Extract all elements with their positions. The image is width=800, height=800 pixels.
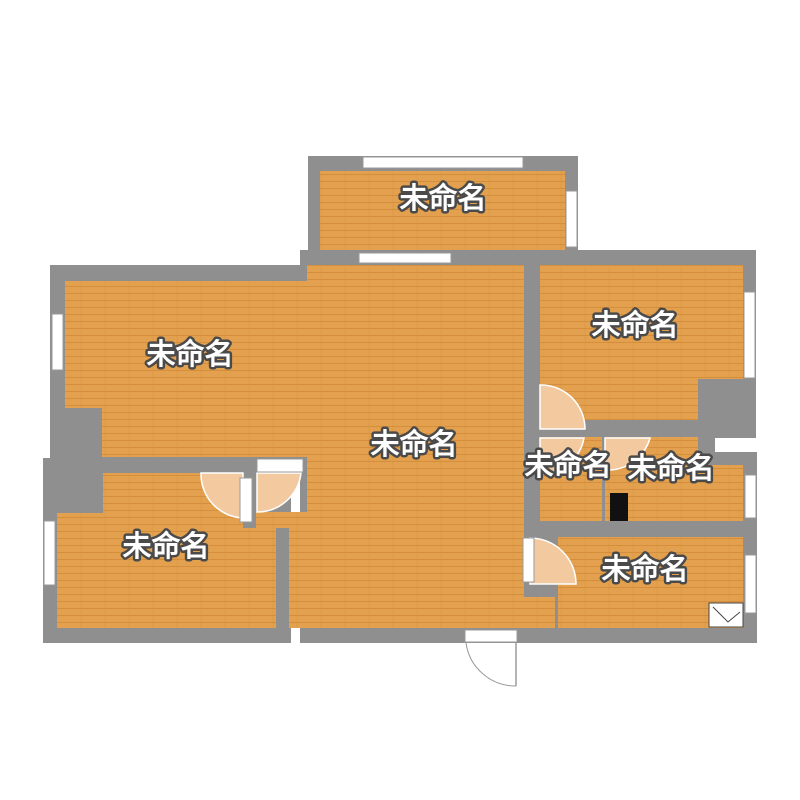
door-leaf-right-lower (522, 537, 535, 583)
window-small-room-b (744, 474, 757, 519)
entrance-door-frame (464, 629, 518, 643)
room-label-right-lower: 未命名 (601, 552, 688, 586)
door-leaf-center (256, 458, 304, 473)
doors (200, 384, 651, 687)
window-top (362, 156, 524, 169)
door-swing-left-lower (200, 472, 244, 519)
room-labels: 未命名 未命名 未命名 未命名 未命名 未命名 未命名 未命名 (120, 179, 717, 589)
room-label-center: 未命名 (370, 427, 457, 461)
window-center-top (358, 252, 452, 264)
window-left-lower (43, 520, 56, 586)
door-swing-small-a (539, 437, 585, 475)
windows (43, 156, 757, 614)
floor-center-room (256, 265, 555, 628)
floor-right-upper-room (540, 265, 743, 420)
window-right-upper (743, 291, 756, 379)
toilet-icon (708, 602, 744, 628)
door-leaf-left-lower (239, 477, 253, 523)
door-swing-center (256, 472, 302, 513)
window-top-room-right (565, 190, 578, 248)
floor-left-upper-room (65, 281, 307, 457)
entrance-door-swing (465, 642, 517, 687)
floor-small-room-b (605, 437, 743, 521)
floor-top-room (320, 171, 565, 250)
door-swing-right-upper (539, 384, 586, 430)
window-right-lower (744, 554, 757, 614)
room-label-left-upper: 未命名 (146, 337, 233, 371)
shaft-black-block (610, 493, 628, 521)
room-label-right-upper: 未命名 (591, 308, 678, 342)
room-label-top: 未命名 (399, 181, 486, 215)
room-label-small-b: 未命名 (627, 451, 714, 485)
room-label-left-lower: 未命名 (122, 529, 209, 563)
door-swing-small-b (604, 437, 651, 471)
door-swing-right-lower (529, 537, 577, 585)
window-left-upper (51, 313, 64, 371)
room-label-small-a: 未命名 (524, 448, 611, 482)
